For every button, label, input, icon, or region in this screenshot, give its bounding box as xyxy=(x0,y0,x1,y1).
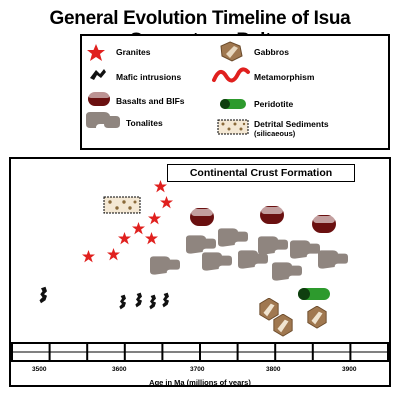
tick-label: 3900 xyxy=(342,366,357,373)
tonalite-block xyxy=(150,256,180,275)
granite-star xyxy=(107,248,120,261)
legend-granites: Granites xyxy=(116,47,151,57)
granite-star xyxy=(154,180,167,193)
tonalite-block xyxy=(258,236,288,255)
granite-star xyxy=(82,250,95,263)
mafic-intrusion-icon xyxy=(90,69,106,80)
tonalite-block xyxy=(318,250,348,269)
tonalite-icon xyxy=(86,112,120,128)
legend-detrital-line1: Detrital Sediments xyxy=(254,119,329,129)
granite-star xyxy=(148,212,161,225)
gabbro-block xyxy=(273,314,293,337)
legend-basalts: Basalts and BIFs xyxy=(116,96,185,106)
mafic-intrusion xyxy=(149,294,156,310)
gabbro-icon xyxy=(220,41,243,62)
continental-crust-banner-text: Continental Crust Formation xyxy=(189,167,333,179)
tick-label: 3600 xyxy=(112,366,127,373)
peridotite-icon xyxy=(220,99,246,109)
granite-star xyxy=(132,222,145,235)
metamorphism-icon xyxy=(212,67,250,83)
legend-peridotite: Peridotite xyxy=(254,99,294,109)
legend-tonalites: Tonalites xyxy=(126,118,163,128)
granite-star xyxy=(160,196,173,209)
detrital-sediment-icon xyxy=(217,119,249,135)
tonalite-block xyxy=(272,262,302,281)
peridotite-block xyxy=(298,288,330,300)
continental-crust-banner: Continental Crust Formation xyxy=(167,164,355,182)
legend: Granites Mafic intrusions Basalts and BI… xyxy=(80,34,390,150)
time-axis-segments xyxy=(48,343,352,361)
tick-label: 3700 xyxy=(190,366,205,373)
tonalite-block xyxy=(218,228,248,247)
gabbro-block xyxy=(259,298,279,321)
legend-detrital-line2: (silicaeous) xyxy=(254,129,296,138)
basalt-block xyxy=(260,206,284,224)
legend-mafic: Mafic intrusions xyxy=(116,72,182,82)
tonalite-block xyxy=(202,252,232,271)
tonalite-block xyxy=(186,235,216,254)
legend-metamorphism: Metamorphism xyxy=(254,72,315,82)
granite-star-icon xyxy=(87,44,105,61)
granite-star xyxy=(118,232,131,245)
mafic-intrusion xyxy=(119,294,126,310)
basalt-icon xyxy=(88,92,110,106)
tick-label: 3500 xyxy=(32,366,47,373)
mafic-intrusion xyxy=(135,292,142,308)
basalt-block xyxy=(312,215,336,233)
tick-label: 3800 xyxy=(266,366,281,373)
mafic-intrusion xyxy=(39,286,47,304)
legend-icons xyxy=(86,41,250,135)
tonalite-block xyxy=(290,240,320,259)
legend-gabbros: Gabbros xyxy=(254,47,289,57)
gabbro-block xyxy=(307,306,327,329)
granite-star xyxy=(145,232,158,245)
mafic-intrusion xyxy=(162,292,169,308)
basalt-block xyxy=(190,208,214,226)
detrital-sediment-block xyxy=(103,196,141,214)
axis-label: Age in Ma (millions of years) xyxy=(149,378,251,387)
